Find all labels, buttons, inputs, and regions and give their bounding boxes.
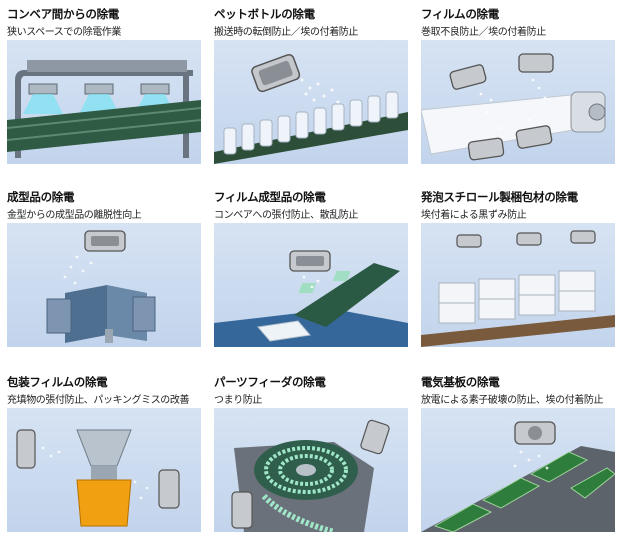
card-bottles: ペットボトルの除電 搬送時の転倒防止／埃の付着防止: [214, 6, 410, 166]
card-subtitle: 放電による素子破壊の防止、埃の付着防止: [421, 395, 604, 406]
card-subtitle: つまり防止: [214, 395, 262, 406]
card-subtitle: 金型からの成型品の離脱性向上: [7, 210, 142, 221]
ionizer-device: [514, 421, 556, 445]
card-title: ペットボトルの除電: [214, 7, 315, 21]
illustration-circuit-board: [421, 408, 615, 532]
card-title: フィルム成型品の除電: [214, 190, 326, 204]
illustration-packaging: [7, 408, 201, 532]
illustration-bottles: [214, 40, 408, 164]
illustration-mold: [7, 223, 201, 347]
illustration-film: [421, 40, 615, 164]
card-title: 電気基板の除電: [421, 375, 500, 389]
card-subtitle: コンベアへの張付防止、散乱防止: [214, 210, 358, 221]
illustration-conveyor: [7, 40, 201, 164]
card-title: 成型品の除電: [7, 190, 75, 204]
card-film: フィルムの除電 巻取不良防止／埃の付着防止: [421, 6, 617, 166]
card-circuit-board: 電気基板の除電 放電による素子破壊の防止、埃の付着防止: [421, 374, 617, 534]
card-title: パーツフィーダの除電: [214, 375, 326, 389]
illustration-parts-feeder: [214, 408, 408, 532]
card-title: コンベア間からの除電: [7, 7, 119, 21]
card-film-molded: フィルム成型品の除電 コンベアへの張付防止、散乱防止: [214, 189, 410, 349]
card-mold: 成型品の除電 金型からの成型品の離脱性向上: [7, 189, 203, 349]
card-conveyor: コンベア間からの除電 狭いスペースでの除電作業: [7, 6, 203, 166]
card-subtitle: 埃付着による黒ずみ防止: [421, 210, 527, 221]
card-parts-feeder: パーツフィーダの除電 つまり防止: [214, 374, 410, 534]
card-title: 包装フィルムの除電: [7, 375, 108, 389]
card-styrofoam: 発泡スチロール製梱包材の除電 埃付着による黒ずみ防止: [421, 189, 617, 349]
illustration-styrofoam: [421, 223, 615, 347]
card-subtitle: 搬送時の転倒防止／埃の付着防止: [214, 27, 358, 38]
card-subtitle: 充填物の張付防止、パッキングミスの改善: [7, 395, 190, 406]
card-title: フィルムの除電: [421, 7, 499, 21]
ionizer-device: [289, 250, 331, 272]
illustration-film-molded: [214, 223, 408, 347]
card-title: 発泡スチロール製梱包材の除電: [421, 190, 578, 204]
ionizer-device: [84, 230, 126, 252]
card-packaging: 包装フィルムの除電 充填物の張付防止、パッキングミスの改善: [7, 374, 203, 534]
card-subtitle: 巻取不良防止／埃の付着防止: [421, 27, 546, 38]
card-subtitle: 狭いスペースでの除電作業: [7, 27, 121, 38]
ionizer-device: [251, 53, 301, 93]
